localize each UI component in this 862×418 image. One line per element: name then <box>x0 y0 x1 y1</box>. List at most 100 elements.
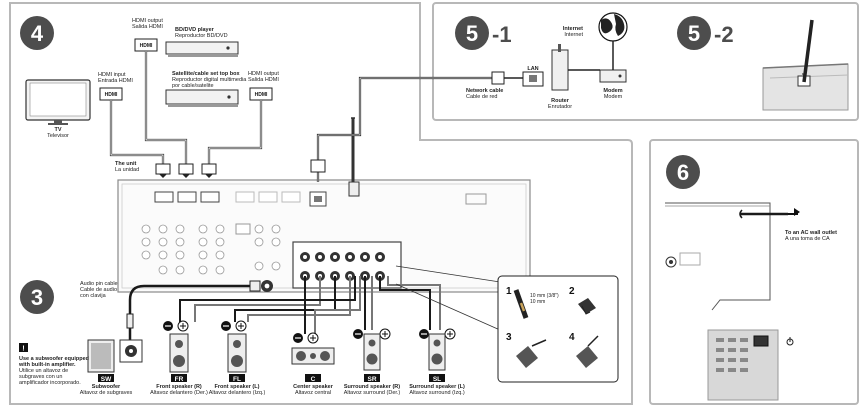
svg-text:Internet: Internet <box>563 26 583 32</box>
bd-player <box>165 41 239 57</box>
svg-text:Audio pin cable: Audio pin cable <box>80 281 118 287</box>
svg-text:!: ! <box>22 344 25 353</box>
svg-text:with built-in amplifier.: with built-in amplifier. <box>18 362 76 368</box>
svg-text:2: 2 <box>569 286 575 297</box>
subwoofer <box>87 339 143 373</box>
svg-text:amplificador incorporado.: amplificador incorporado. <box>19 380 81 386</box>
svg-text:BD/DVD player: BD/DVD player <box>175 27 215 33</box>
router: Router Enrutador <box>548 44 572 110</box>
svg-text:10 mm (3/8"): 10 mm (3/8") <box>530 293 559 299</box>
step-5-1-badge: 5 -1 <box>455 16 512 50</box>
network-cable <box>310 71 505 182</box>
svg-text:Network cable: Network cable <box>466 88 503 94</box>
svg-text:The unit: The unit <box>115 161 137 167</box>
svg-text:SW: SW <box>101 376 112 383</box>
svg-text:SR: SR <box>367 376 376 383</box>
speaker-front-right: FR Front speaker (R) Altavoz delantero (… <box>150 320 208 396</box>
svg-text:FR: FR <box>175 376 184 383</box>
svg-text:3: 3 <box>31 285 43 310</box>
svg-text:Reproductor digital multimedia: Reproductor digital multimedia <box>172 77 247 83</box>
svg-text:HDMI output: HDMI output <box>132 18 163 24</box>
svg-text:4: 4 <box>569 332 575 343</box>
svg-text:Surround speaker (R): Surround speaker (R) <box>344 384 400 390</box>
subwoofer-cable <box>126 280 273 345</box>
svg-text:Use a subwoofer equipped: Use a subwoofer equipped <box>19 356 89 362</box>
svg-text:To an AC wall outlet: To an AC wall outlet <box>785 230 837 236</box>
svg-text:5: 5 <box>466 21 478 46</box>
svg-text:Surround speaker (L): Surround speaker (L) <box>409 384 465 390</box>
step-3-badge: 3 <box>20 280 54 314</box>
svg-text:Altavoz central: Altavoz central <box>295 390 331 396</box>
svg-text:LAN: LAN <box>527 66 538 72</box>
power-cord: To an AC wall outlet A una toma de CA <box>665 202 837 311</box>
set-top-box <box>165 89 239 107</box>
wire-steps-inset: 1 10 mm (3/8") 10 mm 2 3 4 <box>497 275 619 383</box>
svg-text:Altavoz delantero (Izq.): Altavoz delantero (Izq.) <box>209 390 266 396</box>
svg-text:Front speaker (R): Front speaker (R) <box>156 384 202 390</box>
speaker-center: C Center speaker Altavoz central <box>291 332 335 396</box>
bd-hdmi-port: HDMI <box>134 38 158 52</box>
speaker-front-left: FL Front speaker (L) Altavoz delantero (… <box>209 320 266 396</box>
hdmi-cable-bd <box>144 51 188 170</box>
svg-text:con clavija: con clavija <box>80 293 107 299</box>
remote-control <box>707 329 794 401</box>
svg-text:Internet: Internet <box>564 32 583 38</box>
svg-text:3: 3 <box>506 332 512 343</box>
svg-text:C: C <box>311 376 316 383</box>
svg-text:1: 1 <box>506 286 512 297</box>
svg-text:Satellite/cable set top box: Satellite/cable set top box <box>172 71 240 77</box>
svg-text:Altavoz de subgraves: Altavoz de subgraves <box>80 390 133 396</box>
svg-text:Subwoofer: Subwoofer <box>92 384 121 390</box>
wireless-antenna-panel <box>762 19 849 111</box>
svg-text:6: 6 <box>677 160 689 185</box>
tv-hdmi-port: HDMI <box>99 87 123 101</box>
lan-port: LAN <box>504 66 544 87</box>
hdmi-cable-stb <box>207 100 263 170</box>
svg-text:TV: TV <box>54 127 61 133</box>
svg-text:Modem: Modem <box>604 94 623 100</box>
svg-text:10 mm: 10 mm <box>530 299 545 305</box>
internet-globe: Internet Internet <box>563 12 628 42</box>
svg-text:HDMI: HDMI <box>105 92 118 98</box>
svg-text:FL: FL <box>233 376 241 383</box>
svg-text:-2: -2 <box>714 22 734 47</box>
svg-text:A una toma de CA: A una toma de CA <box>785 236 830 242</box>
speaker-surround-right: SR Surround speaker (R) Altavoz surround… <box>344 328 401 396</box>
svg-text:HDMI output: HDMI output <box>248 71 279 77</box>
speaker-terminals <box>292 241 402 289</box>
svg-text:HDMI input: HDMI input <box>98 72 126 78</box>
svg-text:Front speaker (L): Front speaker (L) <box>215 384 260 390</box>
svg-text:Utilice un altavoz de: Utilice un altavoz de <box>19 368 68 374</box>
svg-text:Enrutador: Enrutador <box>548 104 572 110</box>
hdmi-cable-tv <box>109 100 165 170</box>
svg-text:subgraves con un: subgraves con un <box>19 374 62 380</box>
svg-text:HDMI: HDMI <box>255 92 268 98</box>
svg-text:5: 5 <box>688 21 700 46</box>
svg-text:Cable de red: Cable de red <box>466 94 498 100</box>
stb-hdmi-port: HDMI <box>249 87 273 101</box>
svg-text:Televisor: Televisor <box>47 133 69 139</box>
svg-text:HDMI: HDMI <box>140 43 153 49</box>
svg-text:Reproductor BD/DVD: Reproductor BD/DVD <box>175 33 228 39</box>
panel-5 <box>432 2 859 121</box>
svg-text:4: 4 <box>31 21 44 46</box>
speaker-label-sw: SW Subwoofer Altavoz de subgraves <box>80 374 133 396</box>
svg-text:Modem: Modem <box>603 88 622 94</box>
svg-text:SL: SL <box>433 376 441 383</box>
step-5-2-badge: 5 -2 <box>677 16 734 50</box>
subwoofer-note: ! Use a subwoofer equipped with built-in… <box>18 343 89 386</box>
svg-text:Altavoz surround (Der.): Altavoz surround (Der.) <box>344 390 401 396</box>
speaker-surround-left: SL Surround speaker (L) Altavoz surround… <box>409 328 465 396</box>
step-4-badge: 4 <box>20 16 54 50</box>
svg-text:Center speaker: Center speaker <box>293 384 334 390</box>
modem: Modem Modem <box>568 41 627 100</box>
svg-text:Router: Router <box>551 98 570 104</box>
hdmi-plugs <box>155 163 217 178</box>
step-6-badge: 6 <box>666 155 700 189</box>
svg-text:Altavoz surround (Izq.): Altavoz surround (Izq.) <box>409 390 464 396</box>
svg-text:Cable de audio: Cable de audio <box>80 287 117 293</box>
svg-text:Entrada HDMI: Entrada HDMI <box>98 78 133 84</box>
svg-text:Salida HDMI: Salida HDMI <box>248 77 279 83</box>
tv: TV Televisor <box>25 79 91 139</box>
